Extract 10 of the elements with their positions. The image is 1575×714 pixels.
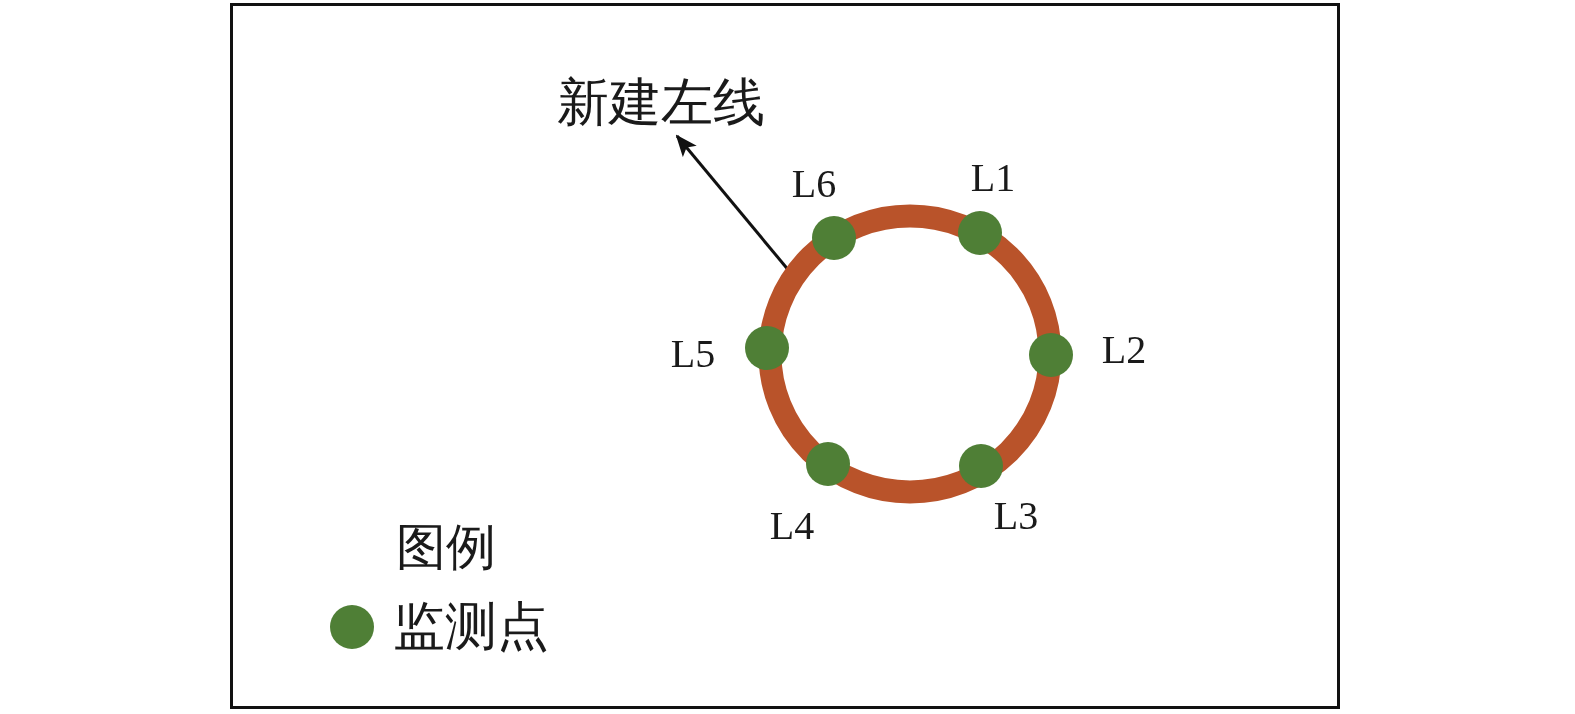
point-label: L5 [670, 331, 716, 377]
point-label: L2 [1101, 327, 1147, 373]
point-label: L4 [769, 503, 815, 549]
tunnel-ring [758, 204, 1062, 504]
point-label: L1 [970, 155, 1016, 201]
legend-title: 图例 [396, 519, 496, 577]
point-label: L3 [993, 493, 1039, 539]
point-label: L6 [791, 161, 837, 207]
legend-label: 监测点 [393, 597, 549, 657]
callout-text: 新建左线 [557, 73, 765, 133]
